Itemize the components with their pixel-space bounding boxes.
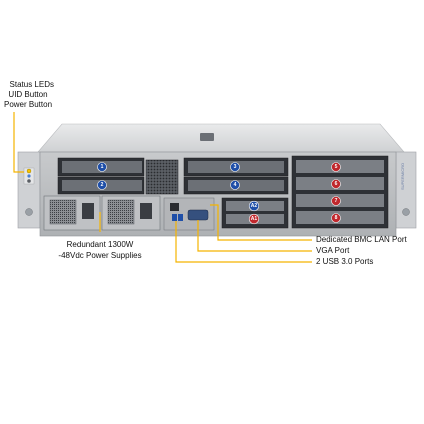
brand-logo: SUPERMICRO [400, 163, 405, 190]
slot-badge-2: 2 [97, 180, 107, 190]
svg-text:A1: A1 [251, 216, 258, 222]
callout-line-front-buttons [13, 112, 24, 173]
callout-power-supplies-line1: Redundant 1300W [66, 240, 134, 249]
slot-badge-1: 1 [97, 162, 107, 172]
callout-power-button: Power Button [3, 100, 53, 109]
power-button[interactable] [27, 179, 31, 183]
callout-bmc-lan-port: Dedicated BMC LAN Port [316, 235, 407, 244]
svg-text:4: 4 [234, 182, 237, 188]
bmc-lan-port[interactable] [170, 203, 179, 211]
slot-badge-3: 3 [230, 162, 240, 172]
vent-grille [145, 159, 179, 195]
callout-line-bmc-lan [210, 204, 312, 241]
slot-badge-5: 5 [331, 162, 341, 172]
svg-text:8: 8 [335, 215, 338, 221]
callout-status-leds: Status LEDs [9, 80, 54, 89]
svg-text:2: 2 [101, 182, 104, 188]
slot-badge-6: 6 [331, 179, 341, 189]
svg-text:3: 3 [234, 164, 237, 170]
callout-line-vga [197, 220, 312, 252]
callout-usb-ports: 2 USB 3.0 Ports [316, 257, 374, 266]
status-led-icon [26, 168, 32, 174]
svg-text:1: 1 [101, 164, 104, 170]
callout-vga-port: VGA Port [316, 246, 350, 255]
chassis-top-tab [200, 133, 214, 141]
slot-badge-a2: A2 [248, 200, 260, 212]
slot-badge-7: 7 [331, 196, 341, 206]
svg-text:A2: A2 [251, 203, 258, 209]
slot-badge-8: 8 [331, 213, 341, 223]
usb-port-2[interactable] [178, 214, 183, 221]
slot-badge-a1: A1 [248, 213, 260, 225]
slot-badge-4: 4 [230, 180, 240, 190]
svg-text:7: 7 [335, 198, 338, 204]
callout-line-usb [175, 221, 312, 263]
callout-power-supplies-line2: -48Vdc Power Supplies [58, 251, 142, 260]
uid-button[interactable] [27, 174, 31, 178]
svg-text:5: 5 [335, 164, 338, 170]
svg-text:6: 6 [335, 181, 338, 187]
callout-uid-button: UID Button [8, 90, 48, 99]
usb-port-1[interactable] [172, 214, 177, 221]
